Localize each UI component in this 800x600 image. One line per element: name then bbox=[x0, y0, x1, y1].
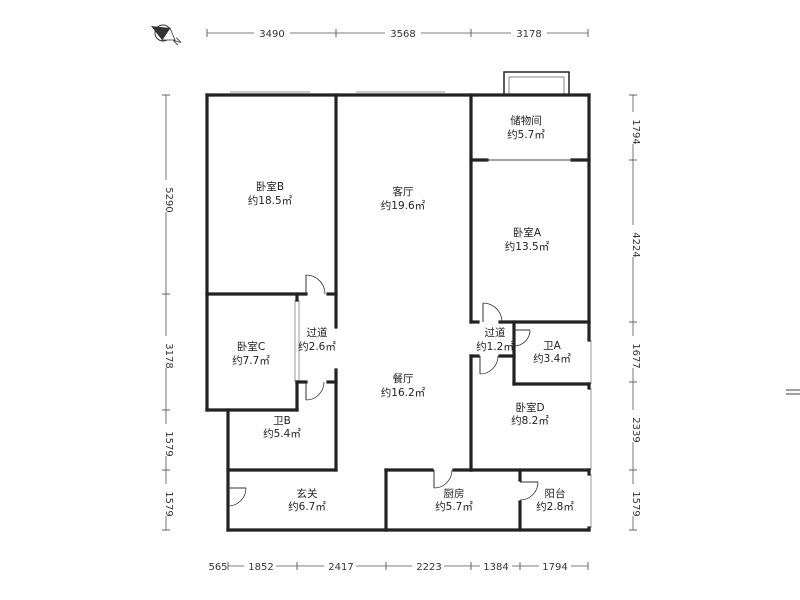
door-bathroom-b bbox=[305, 381, 325, 401]
room-name: 卧室C bbox=[237, 340, 265, 353]
room-area: 约7.7㎡ bbox=[232, 354, 270, 367]
door-bedroom-d bbox=[479, 355, 499, 375]
room-corridor-right: 过道 约1.2㎡ bbox=[476, 326, 514, 353]
dim-right-1: 1794 bbox=[630, 119, 641, 144]
door-entrance bbox=[227, 487, 247, 507]
room-area: 约5.4㎡ bbox=[263, 427, 301, 440]
dim-bottom-6: 1794 bbox=[542, 562, 567, 573]
doors bbox=[227, 159, 572, 507]
dim-left-2: 3178 bbox=[163, 343, 174, 368]
room-area: 约2.6㎡ bbox=[298, 340, 336, 353]
room-area: 约5.7㎡ bbox=[507, 128, 545, 141]
room-bedroom-b: 卧室B 约18.5㎡ bbox=[248, 180, 293, 207]
room-area: 约19.6㎡ bbox=[381, 199, 426, 212]
dim-right-2: 4224 bbox=[630, 232, 641, 257]
room-area: 约13.5㎡ bbox=[505, 240, 550, 253]
dim-top-1: 3490 bbox=[259, 29, 284, 40]
room-name: 卧室B bbox=[256, 180, 284, 193]
dimension-right: 1794 4224 1677 2339 1579 bbox=[627, 94, 641, 531]
room-area: 约16.2㎡ bbox=[381, 386, 426, 399]
room-dining: 餐厅 约16.2㎡ bbox=[381, 372, 426, 399]
room-bathroom-b: 卫B 约5.4㎡ bbox=[263, 415, 301, 440]
room-entrance: 玄关 约6.7㎡ bbox=[288, 487, 326, 513]
dim-left-1: 5290 bbox=[163, 187, 174, 212]
room-area: 约2.8㎡ bbox=[536, 500, 574, 513]
room-corridor-left: 过道 约2.6㎡ bbox=[298, 326, 336, 353]
room-name: 储物间 bbox=[510, 114, 542, 127]
dim-left-4: 1579 bbox=[163, 491, 174, 516]
dimension-left: 5290 3178 1579 1579 bbox=[160, 94, 174, 531]
room-area: 约6.7㎡ bbox=[288, 500, 326, 513]
dim-left-3: 1579 bbox=[163, 431, 174, 456]
room-bathroom-a: 卫A 约3.4㎡ bbox=[533, 340, 571, 365]
room-bedroom-c: 卧室C 约7.7㎡ bbox=[232, 340, 270, 367]
room-name: 厨房 bbox=[444, 487, 465, 500]
room-area: 约3.4㎡ bbox=[533, 352, 571, 365]
windows bbox=[230, 91, 592, 528]
dimension-top: 3490 3568 3178 bbox=[206, 27, 589, 40]
room-name: 卫A bbox=[543, 340, 561, 352]
room-balcony: 阳台 约2.8㎡ bbox=[536, 487, 574, 513]
room-name: 过道 bbox=[307, 326, 328, 339]
north-arrow-icon: N bbox=[151, 24, 184, 48]
door-bedroom-b bbox=[305, 274, 326, 295]
door-bathroom-a bbox=[513, 329, 531, 347]
room-bedroom-d: 卧室D 约8.2㎡ bbox=[511, 401, 549, 427]
room-labels: 卧室B 约18.5㎡ 客厅 约19.6㎡ 储物间 约5.7㎡ 卧室A 约13.5… bbox=[232, 114, 574, 513]
dim-bottom-5: 1384 bbox=[483, 562, 508, 573]
room-name: 玄关 bbox=[297, 487, 318, 500]
room-name: 过道 bbox=[485, 326, 506, 339]
room-area: 约1.2㎡ bbox=[476, 340, 514, 353]
dim-right-4: 2339 bbox=[630, 417, 641, 442]
dim-right-5: 1579 bbox=[630, 491, 641, 516]
room-name: 餐厅 bbox=[393, 372, 414, 385]
room-living: 客厅 约19.6㎡ bbox=[381, 185, 426, 212]
room-kitchen: 厨房 约5.7㎡ bbox=[435, 487, 473, 513]
dim-top-3: 3178 bbox=[516, 29, 541, 40]
room-name: 卧室A bbox=[513, 226, 542, 239]
room-storage: 储物间 约5.7㎡ bbox=[507, 114, 545, 141]
room-name: 客厅 bbox=[393, 185, 414, 198]
room-area: 约5.7㎡ bbox=[435, 500, 473, 513]
dim-bottom-3: 2417 bbox=[328, 562, 353, 573]
door-kitchen bbox=[433, 469, 453, 489]
walls bbox=[205, 93, 591, 532]
room-name: 阳台 bbox=[545, 487, 566, 500]
bay-window bbox=[503, 71, 570, 96]
room-area: 约18.5㎡ bbox=[248, 194, 293, 207]
room-name: 卧室D bbox=[515, 401, 544, 414]
compass-label: N bbox=[172, 36, 184, 48]
dimension-bottom: 565 1852 2417 2223 1384 1794 bbox=[208, 560, 589, 573]
room-area: 约8.2㎡ bbox=[511, 414, 549, 427]
room-bedroom-a: 卧室A 约13.5㎡ bbox=[505, 226, 550, 253]
room-name: 卫B bbox=[273, 415, 291, 427]
door-bedroom-a bbox=[482, 302, 503, 323]
dim-bottom-1: 565 bbox=[208, 562, 227, 573]
dim-right-3: 1677 bbox=[630, 343, 641, 368]
dim-bottom-4: 2223 bbox=[416, 562, 441, 573]
dim-top-2: 3568 bbox=[390, 29, 415, 40]
door-balcony bbox=[519, 481, 539, 501]
dim-bottom-2: 1852 bbox=[248, 562, 273, 573]
